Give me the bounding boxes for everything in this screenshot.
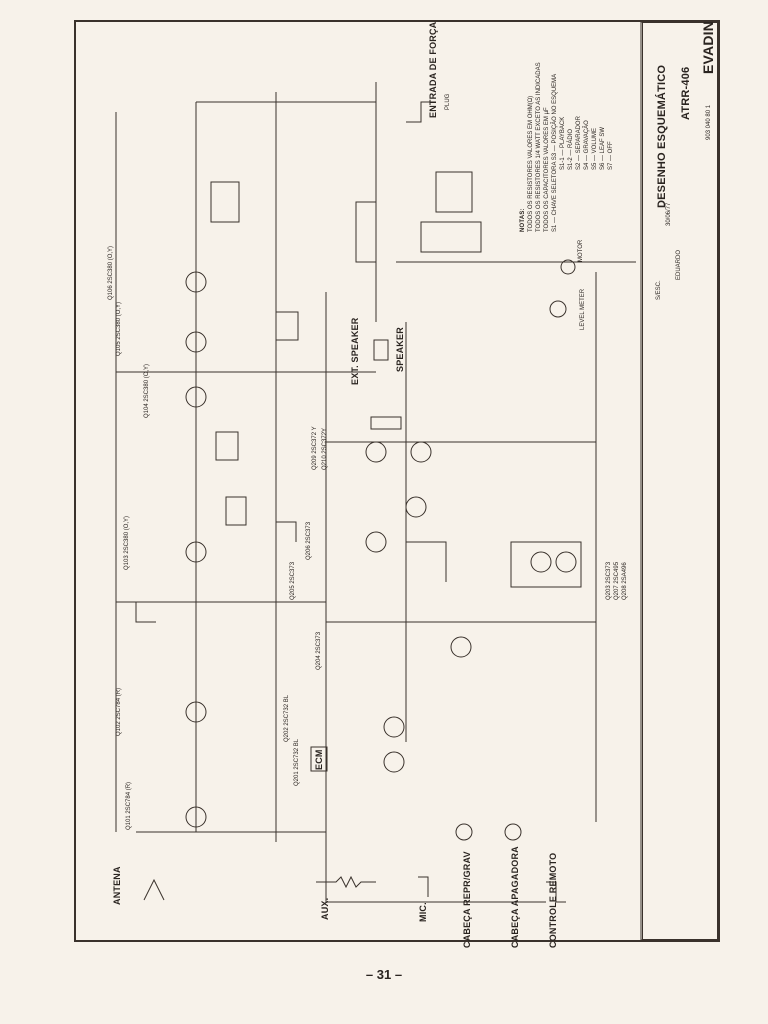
transistor-label: Q207 2SC495 (614, 561, 620, 600)
detector-block (355, 201, 377, 263)
transistor-q102 (185, 701, 207, 723)
transistor-q206 (365, 531, 387, 553)
transistor-label: Q210 2SC372Y (322, 427, 328, 470)
remote-label: CONTROLE REMOTO (548, 852, 558, 948)
schematic-sheet-border (74, 20, 720, 942)
date: 30/06/77 (666, 202, 672, 226)
model-number: ATRR-406 (680, 66, 692, 120)
transistor-label: Q101 2SC784 (R) (126, 781, 132, 830)
designer: EDUARDO (676, 249, 682, 280)
rf-filter (135, 602, 156, 623)
antenna-symbol (143, 878, 165, 901)
transistor-label: Q205 2SC373 (290, 561, 296, 600)
power-input-wire (406, 101, 436, 123)
brand-logo: EVADIN (700, 20, 716, 74)
if-coupling (276, 521, 297, 542)
bias-oscillator (510, 541, 582, 588)
head-erase-symbol (504, 823, 522, 841)
transistor-label: Q208 2SA496 (622, 562, 628, 600)
plug-label: PLUG (445, 93, 451, 110)
transistor-label: Q206 2SC373 (306, 521, 312, 560)
bridge-rectifier (420, 221, 482, 253)
transistor-q106 (185, 271, 207, 293)
schematic-diagram (115, 22, 720, 940)
note-line: TODOS OS CAPACITORES VALORES EM µF (544, 107, 550, 232)
antenna-label: ANTENA (112, 866, 122, 905)
note-line: S4 — GRAVAÇÃO (584, 120, 590, 170)
transistor-q209 (530, 551, 552, 573)
transformer-t104 (275, 311, 299, 341)
aux-label: AUX. (320, 897, 330, 920)
ext-speaker-label: EXT. SPEAKER (350, 317, 360, 385)
speaker-label: SPEAKER (395, 327, 405, 372)
transistor-q207 (365, 441, 387, 463)
level-meter-symbol (549, 300, 567, 318)
transistor-label: Q203 2SC373 (606, 561, 612, 600)
note-line: S1-2 — RÁDIO (568, 128, 574, 170)
level-meter-label: LEVEL METER (580, 288, 586, 330)
notes-header: NOTAS: (520, 208, 526, 232)
transistor-label: Q106 2SC380 (O,Y) (108, 245, 114, 300)
drawing-number: 903 040 80 1 (706, 104, 712, 140)
mic-label: MIC. (418, 902, 428, 922)
scale: S/ESC. (656, 280, 662, 300)
note-line: S2 — SEPARADOR (576, 116, 582, 170)
transistor-q205 (405, 496, 427, 518)
transistor-q105 (185, 331, 207, 353)
transformer-t105 (215, 431, 239, 461)
head-rec-label: CABEÇA REPR/GRAV (462, 851, 472, 948)
ecm-label: ECM (314, 749, 324, 770)
note-line: S1 — CHAVE SELETORA S3 — POSIÇÃO NO ESQU… (552, 73, 558, 232)
power-transformer (435, 171, 473, 213)
transformer-t103 (225, 496, 247, 526)
transformer-t107 (210, 181, 240, 223)
note-line: S1-1 — PLAYBACK (560, 116, 566, 170)
speaker-symbol (373, 339, 389, 361)
note-line: S5 — VOLUME (592, 127, 598, 170)
transistor-q204 (450, 636, 472, 658)
transistor-label: Q103 2SC380 (O,Y) (124, 515, 130, 570)
head-erase-label: CABEÇA APAGADORA (510, 846, 520, 948)
motor-label: MOTOR (578, 239, 584, 262)
remote-control-jack (546, 881, 566, 903)
transistor-label: Q104 2SC380 (O,Y) (144, 363, 150, 418)
transistor-label: Q102 2SC784 (R) (116, 687, 122, 736)
power-input-label: ENTRADA DE FORÇA (428, 21, 438, 118)
title-block-border (642, 22, 718, 940)
ecm-capsule (310, 746, 328, 772)
head-rec-symbol (455, 823, 473, 841)
aux-input-resistor (316, 875, 376, 889)
transistor-q210 (555, 551, 577, 573)
output-transformer (370, 416, 402, 430)
transistor-q208 (410, 441, 432, 463)
transistor-label: Q209 2SC372 Y (312, 426, 318, 470)
transistor-q103 (185, 541, 207, 563)
audio-coupling (406, 541, 447, 582)
transistor-label: Q202 2SC732 BL (284, 694, 290, 742)
motor-symbol (560, 259, 576, 275)
transistor-q201 (383, 751, 405, 773)
drawing-title: DESENHO ESQUEMÁTICO (656, 64, 668, 208)
transistor-q104 (185, 386, 207, 408)
transistor-label: Q201 2SC732 BL (294, 738, 300, 786)
transistor-label: Q204 2SC373 (316, 631, 322, 670)
note-line: S7 — OFF (608, 141, 614, 170)
note-line: S6 — LEAF SW (600, 126, 606, 170)
note-line: TODOS OS RESISTORES VALORES EM OHM(Ω) (528, 95, 534, 232)
page-number: – 31 – (365, 967, 403, 982)
transistor-label: Q105 2SC380 (O,Y) (116, 301, 122, 356)
note-line: TODOS OS RESISTORES 1/4 WATT EXCETO AS I… (536, 62, 542, 232)
transistor-q101 (185, 806, 207, 828)
mic-jack (418, 876, 429, 897)
transistor-q202 (383, 716, 405, 738)
title-block-frame (640, 22, 720, 940)
